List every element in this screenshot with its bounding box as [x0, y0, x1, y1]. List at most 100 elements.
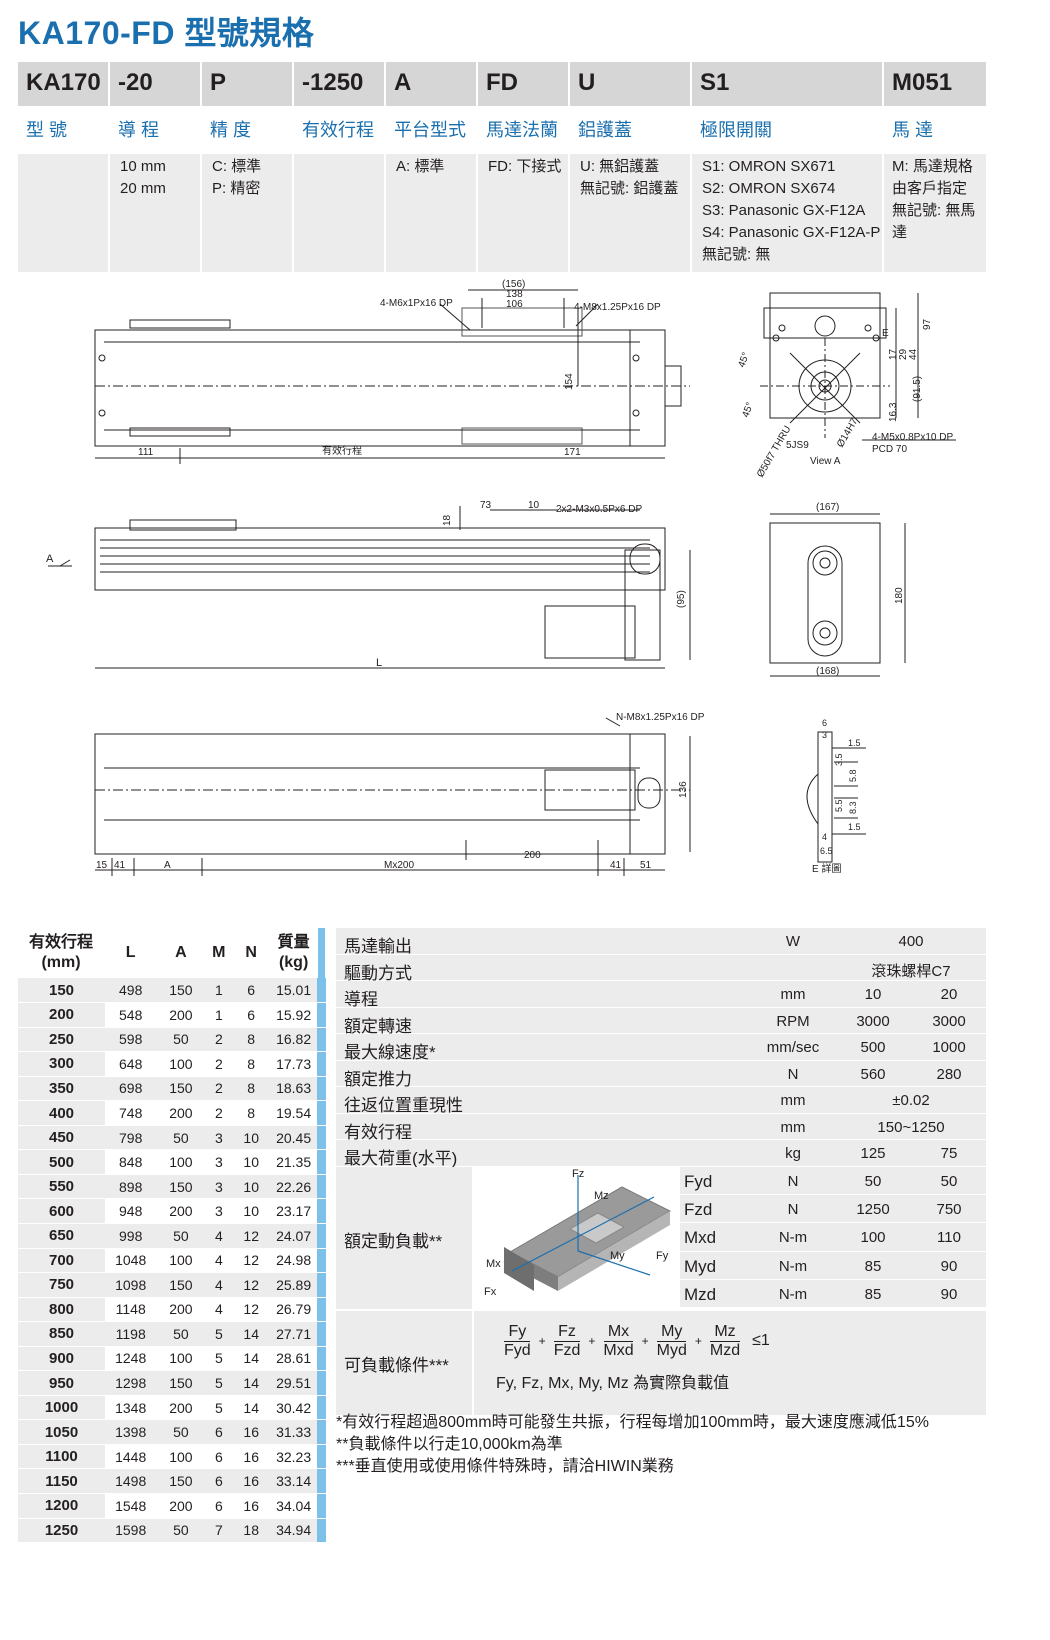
table-cell: 150 [156, 1468, 206, 1494]
code-col-cover: U 鋁護蓋 U: 無鋁護蓋 無記號: 鋁護蓋 [570, 62, 690, 272]
table-cell: 648 [105, 1051, 157, 1077]
footnotes: *有效行程超過800mm時可能發生共振，行程每增加100mm時，最大速度應減低1… [336, 1412, 929, 1478]
table-cell: 1498 [105, 1468, 157, 1494]
page-title: KA170-FD 型號規格 [18, 15, 315, 51]
load-condition-note: Fy, Fz, Mx, My, Mz 為實際負載值 [496, 1374, 730, 1392]
code-value: S2: OMRON SX674 [702, 180, 836, 197]
table-cell: 200 [156, 1002, 206, 1028]
table-accent-bar [317, 1346, 326, 1372]
table-cell: 7 [205, 1518, 233, 1544]
spec-value: 滾珠螺桿C7 [871, 962, 951, 980]
spec-value-lead10: 500 [860, 1039, 886, 1056]
table-accent-bar [317, 1002, 326, 1028]
dim-106: 106 [506, 299, 523, 310]
dim-111: 111 [138, 447, 154, 458]
spec-value-lead20: 3000 [932, 1012, 966, 1030]
spec-name: 最大荷重(水平) [344, 1149, 458, 1168]
bottom-dim-200: 200 [524, 850, 541, 861]
spec-value: 400 [898, 933, 924, 950]
code-header: S1 [692, 62, 882, 106]
code-label: 型 號 [18, 106, 108, 146]
table-cell: 1148 [105, 1297, 157, 1323]
code-col-stroke: -1250 有效行程 [294, 62, 384, 272]
code-values [294, 154, 384, 272]
load-value-lead20: 110 [937, 1229, 961, 1247]
code-value: S1: OMRON SX671 [702, 158, 836, 175]
header-stroke: 有效行程 (mm) [18, 928, 107, 978]
table-cell: 200 [156, 1395, 206, 1421]
detail-dim-5-8: 5.8 [848, 769, 858, 782]
end-angle-2: 45° [740, 401, 756, 419]
table-cell: 12 [232, 1297, 271, 1323]
bottom-view-drawing [94, 717, 691, 876]
table-cell: 998 [105, 1223, 157, 1249]
table-cell: 15.01 [270, 978, 318, 1004]
code-values: U: 無鋁護蓋 無記號: 鋁護蓋 [570, 154, 690, 272]
code-header: P [202, 62, 292, 106]
table-cell: 14 [232, 1321, 271, 1347]
table-cell: 1448 [105, 1444, 157, 1470]
spec-name: 馬達輸出 [344, 937, 412, 956]
code-col-motor: M051 馬 達 M: 馬達規格 由客戶指定 無記號: 無馬 達 [884, 62, 986, 272]
header-l: L [105, 928, 158, 978]
code-value: S4: Panasonic GX-F12A-P [702, 224, 881, 241]
dim-156: (156) [502, 279, 525, 290]
table-accent-bar [317, 1518, 326, 1544]
top-view-drawing [94, 289, 690, 464]
table-cell: 21.35 [270, 1149, 318, 1175]
footnote: *有效行程超過800mm時可能發生共振，行程每增加100mm時，最大速度應減低1… [336, 1414, 929, 1431]
end-dim-91-5: (91.5) [912, 376, 923, 402]
fraction-numerator: Fy [504, 1323, 531, 1342]
load-unit: N [787, 1172, 799, 1190]
stroke-cell: 1050 [18, 1419, 106, 1445]
code-header: U [570, 62, 690, 106]
stroke-cell: 1100 [18, 1444, 106, 1470]
dim-stroke: 有效行程 [322, 444, 362, 457]
code-header: -1250 [294, 62, 384, 106]
end-shaft: Ø14H7 [835, 416, 861, 449]
load-value-lead20: 750 [936, 1200, 962, 1218]
code-label: 精 度 [202, 106, 292, 146]
table-cell: 200 [156, 1100, 206, 1126]
table-cell: 6 [205, 1468, 233, 1494]
code-header: M051 [884, 62, 986, 106]
fraction-denominator: Mxd [603, 1341, 634, 1359]
plus-sign: + [641, 1334, 649, 1348]
spec-unit: RPM [776, 1012, 810, 1030]
table-cell: 31.33 [270, 1419, 318, 1445]
stroke-cell: 900 [18, 1346, 106, 1372]
table-accent-bar [317, 1051, 326, 1077]
code-values: FD: 下接式 [478, 154, 568, 272]
table-cell: 34.94 [270, 1518, 318, 1544]
code-value: 20 mm [120, 180, 166, 197]
stroke-cell: 1150 [18, 1468, 106, 1494]
table-cell: 50 [156, 1321, 206, 1347]
code-col-accuracy: P 精 度 C: 標準 P: 精密 [202, 62, 292, 272]
table-cell: 16 [232, 1419, 271, 1445]
stroke-cell: 1200 [18, 1493, 106, 1519]
stroke-cell: 350 [18, 1076, 106, 1102]
load-value-lead10: 85 [864, 1286, 882, 1304]
code-col-motor-flange: FD 馬達法蘭 FD: 下接式 [478, 62, 568, 272]
table-accent-bar [317, 1027, 326, 1053]
spec-value-lead20: 280 [936, 1065, 962, 1083]
header-m: M [205, 928, 234, 978]
dim-138: 138 [506, 289, 523, 300]
code-label: 有效行程 [294, 106, 384, 146]
code-label: 導 程 [110, 106, 200, 146]
table-cell: 1048 [105, 1248, 157, 1274]
bottom-dim-41b: 41 [610, 860, 622, 871]
table-cell: 23.17 [270, 1198, 318, 1224]
table-accent-bar [317, 1321, 326, 1347]
table-cell: 100 [156, 1248, 206, 1274]
table-cell: 4 [205, 1248, 233, 1274]
table-cell: 1 [205, 978, 233, 1004]
